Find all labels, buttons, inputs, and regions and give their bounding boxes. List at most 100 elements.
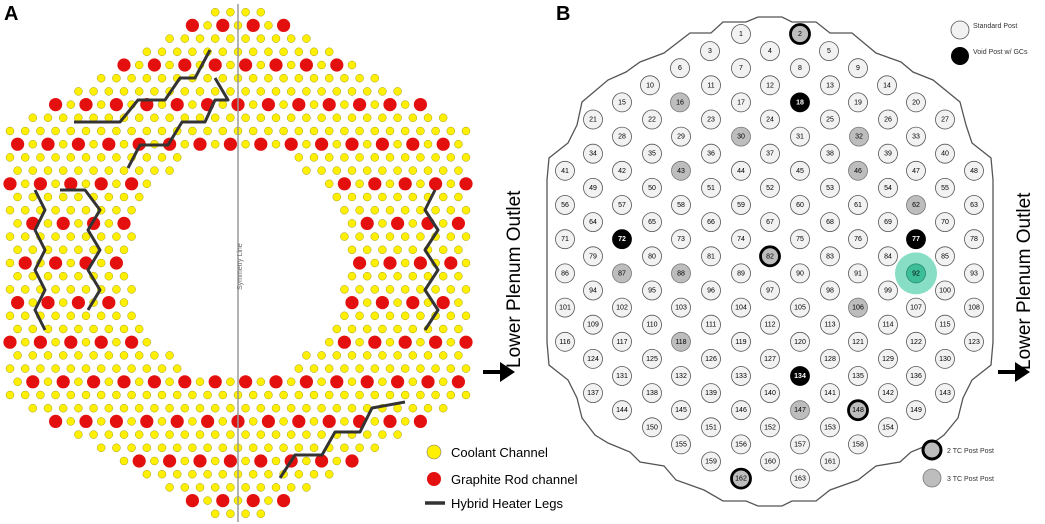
post-label-37: 37 [766, 151, 774, 158]
coolant-channel [370, 285, 379, 294]
coolant-channel [446, 390, 455, 400]
post-label-50: 50 [648, 185, 656, 192]
post-label-19: 19 [854, 99, 862, 106]
coolant-channel [302, 456, 311, 466]
post-84 [878, 246, 898, 267]
coolant-channel [134, 404, 144, 413]
coolant-channel [134, 192, 144, 202]
coolant-channel [309, 73, 319, 83]
coolant-channel [363, 192, 372, 202]
post-label-53: 53 [826, 185, 834, 192]
coolant-channel [81, 390, 91, 400]
post-label-135: 135 [852, 373, 864, 380]
coolant-channel [172, 364, 182, 373]
coolant-channel [112, 285, 121, 294]
coolant-channel [134, 60, 144, 70]
post-101 [555, 297, 575, 318]
coolant-channel [81, 338, 91, 347]
coolant-channel [134, 113, 144, 123]
coolant-channel [51, 205, 60, 215]
coolant-channel [401, 100, 410, 109]
coolant-channel [74, 87, 83, 96]
coolant-channel [408, 245, 417, 255]
graphite-rod-channel [269, 58, 283, 72]
coolant-channel [226, 483, 235, 492]
coolant-channel [309, 47, 319, 56]
panel-a-letter: A [4, 3, 18, 25]
coolant-channel [385, 364, 395, 373]
outlet-arrow-a [483, 362, 515, 382]
coolant-channel [363, 272, 372, 281]
coolant-channel [309, 390, 319, 400]
coolant-channel [218, 47, 228, 56]
coolant-channel [134, 166, 144, 175]
coolant-channel [401, 258, 410, 268]
post-label-132: 132 [675, 373, 687, 380]
post-156 [731, 434, 751, 455]
post-label-150: 150 [646, 424, 658, 431]
coolant-channel [461, 126, 471, 136]
coolant-channel [13, 377, 22, 386]
graphite-rod-channel [254, 454, 268, 468]
coolant-channel [81, 311, 91, 320]
coolant-channel [385, 311, 395, 320]
coolant-channel [401, 205, 410, 215]
coolant-channel [248, 47, 258, 56]
coolant-channel [302, 166, 311, 175]
post-label-90: 90 [796, 270, 804, 277]
coolant-channel [264, 496, 273, 505]
heater-leg [126, 77, 230, 169]
coolant-channel [210, 483, 220, 492]
coolant-channel [401, 364, 410, 373]
coolant-channel [431, 364, 440, 373]
graphite-rod-channel [436, 296, 450, 310]
post-55 [935, 177, 955, 198]
post-label-17: 17 [737, 99, 745, 106]
post-43 [671, 160, 691, 181]
post-75 [790, 229, 810, 250]
post-76 [848, 229, 868, 250]
post-label-160: 160 [764, 459, 776, 466]
coolant-channel [256, 34, 265, 43]
post-150 [642, 417, 662, 438]
graphite-rod-channel [436, 137, 450, 151]
coolant-channel [96, 390, 106, 400]
coolant-channel [355, 364, 364, 373]
post-14 [877, 75, 897, 96]
coolant-channel [393, 324, 402, 334]
post-label-10: 10 [646, 82, 654, 89]
post-label-81: 81 [707, 253, 715, 260]
coolant-channel [393, 298, 402, 307]
coolant-channel [104, 166, 114, 175]
graphite-rod-channel [337, 177, 351, 191]
coolant-channel [271, 483, 281, 492]
coolant-channel [127, 126, 136, 136]
coolant-channel [134, 324, 144, 334]
coolant-channel [401, 153, 410, 162]
post-38 [820, 143, 840, 164]
coolant-channel [355, 232, 364, 241]
core-channel-map [3, 7, 473, 518]
coolant-channel [355, 390, 364, 400]
post-label-102: 102 [616, 305, 628, 312]
coolant-channel [51, 126, 60, 136]
post-103 [671, 297, 691, 318]
heater-leg [423, 189, 440, 331]
coolant-channel-swatch [426, 444, 442, 460]
coolant-channel [89, 139, 98, 149]
post-130 [935, 348, 955, 369]
coolant-channel [332, 351, 341, 360]
coolant-channel [363, 324, 372, 334]
graphite-rod-channel [239, 375, 253, 389]
post-label-7: 7 [739, 65, 743, 72]
post-label-88: 88 [677, 270, 685, 277]
post-5 [819, 41, 839, 61]
coolant-channel [401, 232, 410, 241]
post-label-30: 30 [737, 134, 745, 141]
post-136 [906, 366, 926, 386]
coolant-channel [13, 245, 22, 255]
tc2-post-swatch [921, 439, 943, 461]
graphite-rod-channel [322, 98, 336, 112]
coolant-channel [416, 232, 425, 241]
